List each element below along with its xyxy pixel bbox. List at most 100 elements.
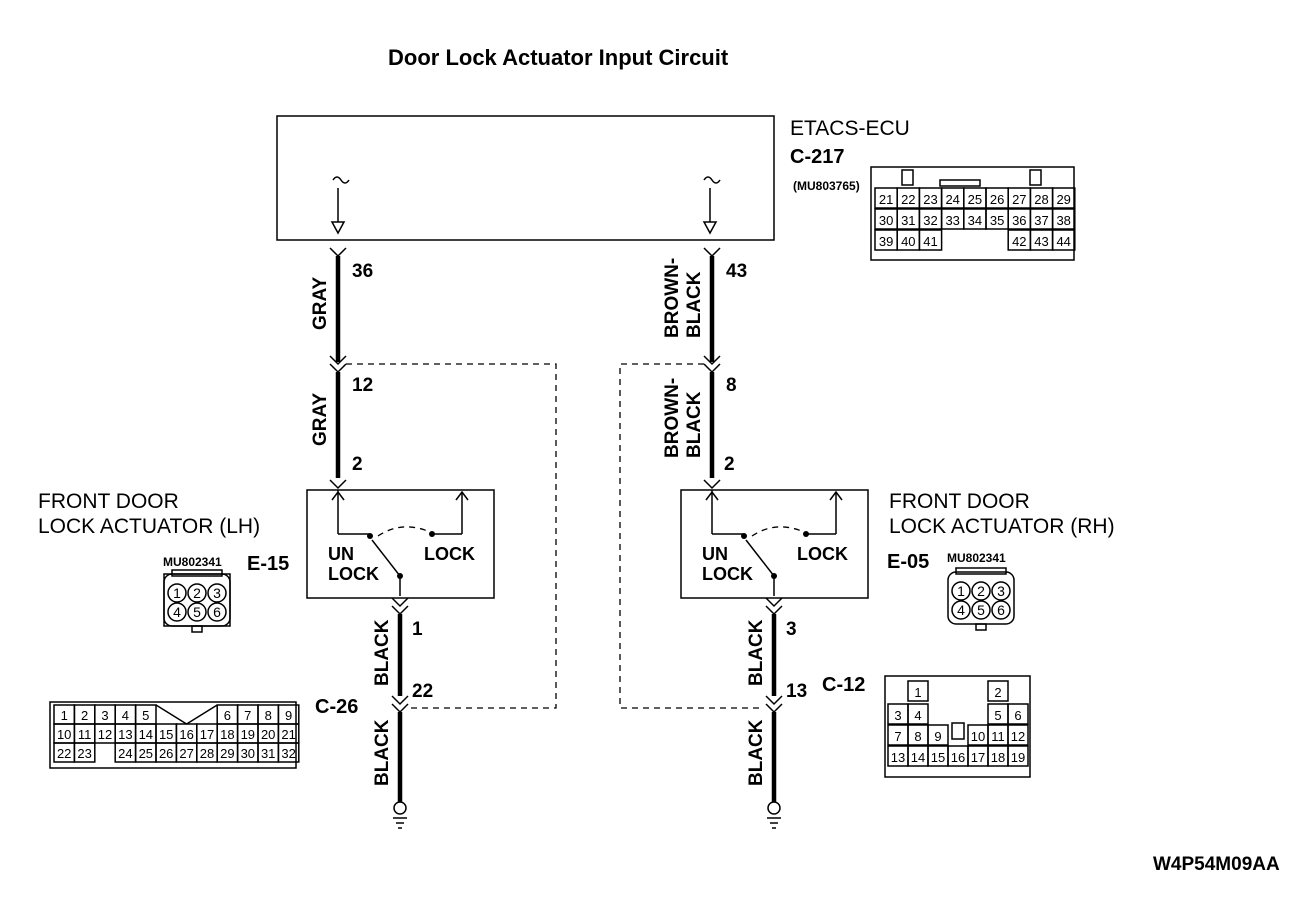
svg-text:30: 30 bbox=[241, 746, 255, 761]
svg-text:14: 14 bbox=[911, 750, 925, 765]
left-connector-pin: 3 bbox=[207, 583, 227, 603]
c12-pin-cell: 5 bbox=[987, 703, 1009, 725]
left-lock-label: LOCK bbox=[424, 544, 475, 564]
c12-pin-cell: 10 bbox=[967, 724, 989, 746]
left-actuator-connector-id: E-15 bbox=[247, 553, 289, 575]
ecu-pin-cell: 34 bbox=[963, 208, 987, 230]
svg-text:8: 8 bbox=[265, 708, 272, 723]
c26-pin-cell: 3 bbox=[94, 704, 116, 725]
svg-text:24: 24 bbox=[118, 746, 132, 761]
left-actuator-pin-out: 1 bbox=[412, 619, 423, 640]
svg-text:2: 2 bbox=[193, 585, 201, 601]
svg-text:3: 3 bbox=[213, 585, 221, 601]
svg-text:28: 28 bbox=[200, 746, 214, 761]
c26-pin-cell: 29 bbox=[216, 742, 239, 763]
svg-text:15: 15 bbox=[159, 727, 173, 742]
left-connector-pin: 2 bbox=[187, 583, 207, 603]
c12-pin-cell: 1 bbox=[907, 680, 929, 702]
c12-pin-cell: 12 bbox=[1007, 724, 1029, 746]
svg-text:23: 23 bbox=[923, 192, 937, 207]
svg-text:3: 3 bbox=[101, 708, 108, 723]
right-unlock-label-1: UN bbox=[702, 544, 728, 564]
svg-text:1: 1 bbox=[957, 583, 965, 599]
svg-text:13: 13 bbox=[118, 727, 132, 742]
svg-text:31: 31 bbox=[261, 746, 275, 761]
c12-pin-cell: 2 bbox=[987, 680, 1009, 702]
svg-text:11: 11 bbox=[991, 729, 1005, 744]
svg-text:10: 10 bbox=[971, 729, 985, 744]
right-actuator-name-2: LOCK ACTUATOR (RH) bbox=[889, 515, 1115, 538]
ecu-input-symbol-right bbox=[702, 176, 721, 235]
right-part-number: MU802341 bbox=[947, 551, 1006, 565]
left-wire-color-mid: GRAY bbox=[310, 393, 331, 446]
c26-pin-cell: 5 bbox=[134, 704, 157, 725]
ecu-connector-id: C-217 bbox=[790, 146, 844, 168]
ecu-name: ETACS-ECU bbox=[790, 117, 910, 140]
ecu-pin-cell: 41 bbox=[918, 229, 943, 251]
svg-text:35: 35 bbox=[990, 213, 1004, 228]
ecu-input-symbol-left bbox=[330, 176, 350, 235]
left-actuator-name-2: LOCK ACTUATOR (LH) bbox=[38, 515, 260, 538]
svg-text:11: 11 bbox=[78, 727, 92, 742]
svg-text:26: 26 bbox=[159, 746, 173, 761]
c12-pin-cell: 8 bbox=[907, 724, 929, 746]
ecu-pin-cell: 21 bbox=[874, 187, 898, 209]
right-shield-dashed bbox=[619, 363, 764, 709]
right-unlock-label-2: LOCK bbox=[702, 564, 753, 584]
right-connector-pin: 5 bbox=[971, 600, 991, 620]
svg-text:22: 22 bbox=[57, 746, 71, 761]
left-junction2-connector: C-26 bbox=[315, 696, 358, 718]
svg-text:12: 12 bbox=[98, 727, 112, 742]
svg-text:25: 25 bbox=[968, 192, 982, 207]
svg-text:5: 5 bbox=[193, 604, 201, 620]
svg-text:5: 5 bbox=[994, 708, 1001, 723]
right-wire-color-mid-1: BROWN- bbox=[662, 378, 683, 458]
svg-text:34: 34 bbox=[968, 213, 982, 228]
c26-pin-cell: 30 bbox=[236, 742, 259, 763]
svg-text:2: 2 bbox=[994, 685, 1001, 700]
c12-pin-cell: 14 bbox=[907, 745, 929, 767]
ecu-pin-cell: 24 bbox=[940, 187, 965, 209]
svg-text:14: 14 bbox=[139, 727, 153, 742]
svg-text:6: 6 bbox=[213, 604, 221, 620]
svg-text:1: 1 bbox=[61, 708, 68, 723]
left-wire-color-ground: BLACK bbox=[372, 719, 393, 786]
right-connector-pin: 6 bbox=[991, 600, 1011, 620]
ecu-pin-cell: 44 bbox=[1051, 229, 1076, 251]
c26-pin-cell: 22 bbox=[53, 742, 76, 763]
left-junction-pin: 12 bbox=[352, 375, 373, 396]
c12-pin-cell: 11 bbox=[987, 724, 1009, 746]
svg-text:12: 12 bbox=[1011, 729, 1025, 744]
left-wire-color-bottom: BLACK bbox=[372, 619, 393, 686]
ecu-pin-cell: 38 bbox=[1051, 208, 1076, 230]
ecu-pin-cell: 33 bbox=[940, 208, 965, 230]
ecu-pin-cell: 40 bbox=[896, 229, 921, 251]
left-junction2-pin: 22 bbox=[412, 681, 433, 702]
ecu-pin-cell: 35 bbox=[985, 208, 1009, 230]
left-unlock-label-2: LOCK bbox=[328, 564, 379, 584]
svg-text:7: 7 bbox=[894, 729, 901, 744]
ecu-part-number: (MU803765) bbox=[793, 179, 860, 193]
svg-text:26: 26 bbox=[990, 192, 1004, 207]
ecu-pin-cell: 25 bbox=[963, 187, 987, 209]
c26-pin-cell: 26 bbox=[155, 742, 178, 763]
right-actuator-name-1: FRONT DOOR bbox=[889, 490, 1030, 513]
svg-text:33: 33 bbox=[945, 213, 959, 228]
svg-text:1: 1 bbox=[173, 585, 181, 601]
svg-text:2: 2 bbox=[81, 708, 88, 723]
right-junction2-pin: 13 bbox=[786, 681, 807, 702]
right-junction-pin: 8 bbox=[726, 375, 737, 396]
svg-text:4: 4 bbox=[122, 708, 129, 723]
left-ecu-pin: 36 bbox=[352, 261, 373, 282]
c26-pin-cell: 21 bbox=[277, 723, 300, 744]
c12-pin-cell: 18 bbox=[987, 745, 1009, 767]
svg-text:18: 18 bbox=[220, 727, 234, 742]
right-wire-color-top-1: BROWN- bbox=[662, 258, 683, 338]
ecu-pin-cell: 23 bbox=[918, 187, 943, 209]
right-actuator-pin-in: 2 bbox=[724, 454, 735, 475]
c26-pin-cell: 23 bbox=[73, 742, 96, 763]
svg-text:38: 38 bbox=[1056, 213, 1070, 228]
c26-pin-cell: 16 bbox=[175, 723, 198, 744]
